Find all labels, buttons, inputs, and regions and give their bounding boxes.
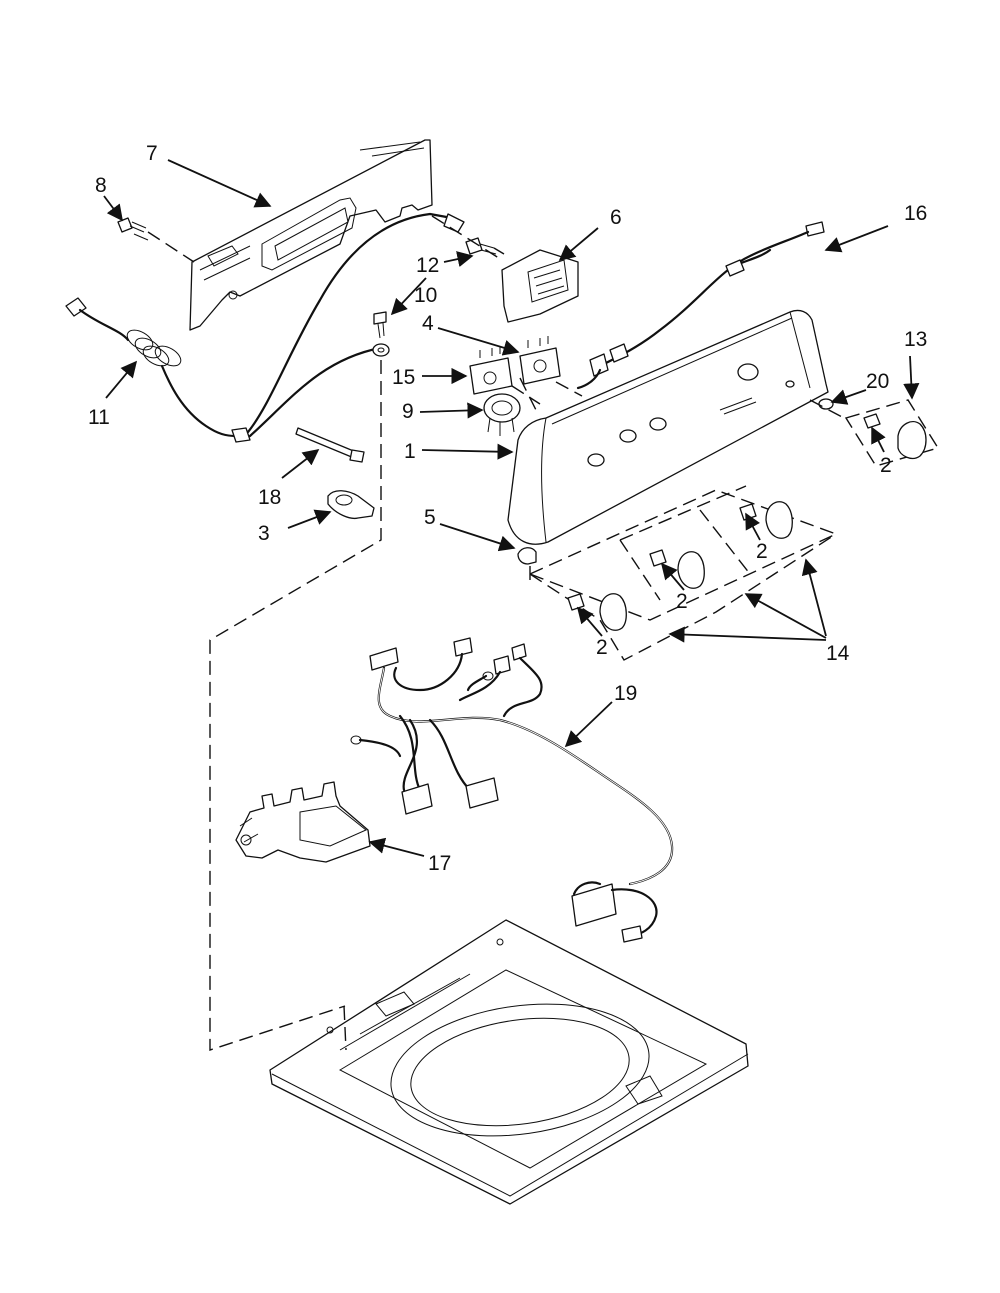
callout-10: 10 <box>414 284 437 307</box>
power-cord-part <box>65 212 465 443</box>
knob-3 <box>739 501 793 539</box>
callout-3: 3 <box>258 522 270 545</box>
callout-2-timer: 2 <box>880 454 892 477</box>
callout-20: 20 <box>866 370 889 393</box>
timer-knob-part <box>844 399 940 467</box>
callout-19: 19 <box>614 682 637 705</box>
callout-2-knob2: 2 <box>676 590 688 613</box>
callout-14: 14 <box>826 642 850 665</box>
callout-15: 15 <box>392 366 415 389</box>
callout-2-knob1: 2 <box>596 636 608 659</box>
pressure-switch-part <box>483 393 521 436</box>
callout-18: 18 <box>258 486 281 509</box>
callout-12: 12 <box>416 254 439 277</box>
cable-tie-part <box>295 427 365 463</box>
knob-2 <box>649 549 705 589</box>
main-harness-part <box>350 637 674 943</box>
bracket-part <box>235 781 371 863</box>
knob-1 <box>567 593 627 631</box>
washer-part <box>818 398 834 410</box>
callout-7: 7 <box>146 142 158 165</box>
knob-group <box>528 485 838 661</box>
console-harness-part <box>576 221 825 390</box>
callout-labels: 7 8 6 16 12 10 4 13 15 20 9 11 1 2 18 5 … <box>88 142 927 875</box>
temp-switch-part <box>469 346 513 395</box>
assembly-lines <box>147 215 845 1051</box>
callout-1: 1 <box>404 440 416 463</box>
callout-9: 9 <box>402 400 414 423</box>
console-part <box>507 309 829 545</box>
callout-2-knob3: 2 <box>756 540 768 563</box>
cycle-switch-part <box>519 336 561 385</box>
callout-8: 8 <box>95 174 107 197</box>
callout-13: 13 <box>904 328 927 351</box>
callout-17: 17 <box>428 852 451 875</box>
leader-lines <box>103 159 920 857</box>
washer-top-part <box>269 919 749 1205</box>
ground-screw-part <box>372 311 390 357</box>
callout-11: 11 <box>88 406 110 429</box>
callout-16: 16 <box>904 202 927 225</box>
cord-clamp-part <box>327 490 375 520</box>
callout-4: 4 <box>422 312 434 335</box>
clip-part <box>517 547 537 565</box>
callout-5: 5 <box>424 506 436 529</box>
callout-6: 6 <box>610 206 622 229</box>
control-board-part <box>501 249 579 323</box>
rear-panel-part <box>189 139 433 331</box>
screw-part <box>117 217 149 241</box>
